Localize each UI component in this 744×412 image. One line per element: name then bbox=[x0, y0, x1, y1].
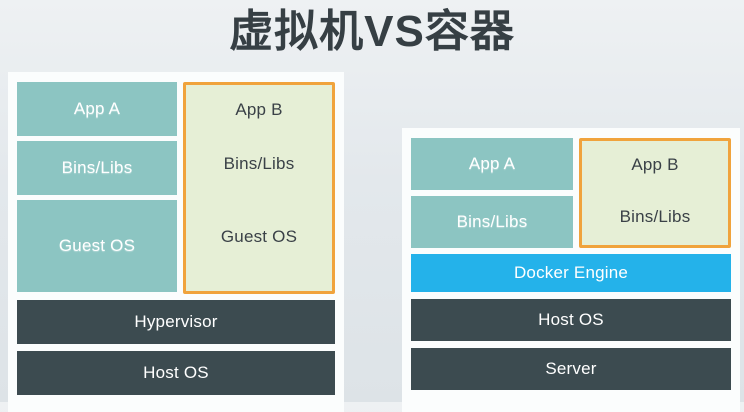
vm-app-b-box: App B bbox=[186, 85, 332, 135]
vm-bins-libs-a-box: Bins/Libs bbox=[17, 141, 177, 195]
vm-guest-column-a: App A Bins/Libs Guest OS bbox=[17, 82, 177, 294]
container-bins-libs-a-box: Bins/Libs bbox=[411, 196, 573, 248]
container-server-bar: Server bbox=[411, 348, 731, 390]
container-app-a-box: App A bbox=[411, 138, 573, 190]
container-app-columns: App A Bins/Libs App B Bins/Libs bbox=[411, 138, 731, 248]
container-column-b-highlighted: App B Bins/Libs bbox=[579, 138, 731, 248]
container-host-os-bar: Host OS bbox=[411, 299, 731, 341]
vm-host-os-bar: Host OS bbox=[17, 351, 335, 395]
container-column-a: App A Bins/Libs bbox=[411, 138, 573, 248]
vm-guest-os-a-box: Guest OS bbox=[17, 200, 177, 292]
vm-guest-column-b-highlighted: App B Bins/Libs Guest OS bbox=[183, 82, 335, 294]
docker-engine-bar: Docker Engine bbox=[411, 254, 731, 292]
container-app-b-box: App B bbox=[582, 141, 728, 189]
virtual-machine-stack-panel: App A Bins/Libs Guest OS App B Bins/Libs… bbox=[8, 72, 344, 412]
vm-guest-os-b-box: Guest OS bbox=[186, 193, 332, 281]
vm-hypervisor-bar: Hypervisor bbox=[17, 300, 335, 344]
container-bins-libs-b-box: Bins/Libs bbox=[582, 193, 728, 241]
vm-app-a-box: App A bbox=[17, 82, 177, 136]
container-stack-panel: App A Bins/Libs App B Bins/Libs Docker E… bbox=[402, 128, 740, 412]
page-title: 虚拟机VS容器 bbox=[229, 7, 515, 56]
vm-guest-columns: App A Bins/Libs Guest OS App B Bins/Libs… bbox=[17, 82, 335, 294]
vm-bins-libs-b-box: Bins/Libs bbox=[186, 139, 332, 189]
